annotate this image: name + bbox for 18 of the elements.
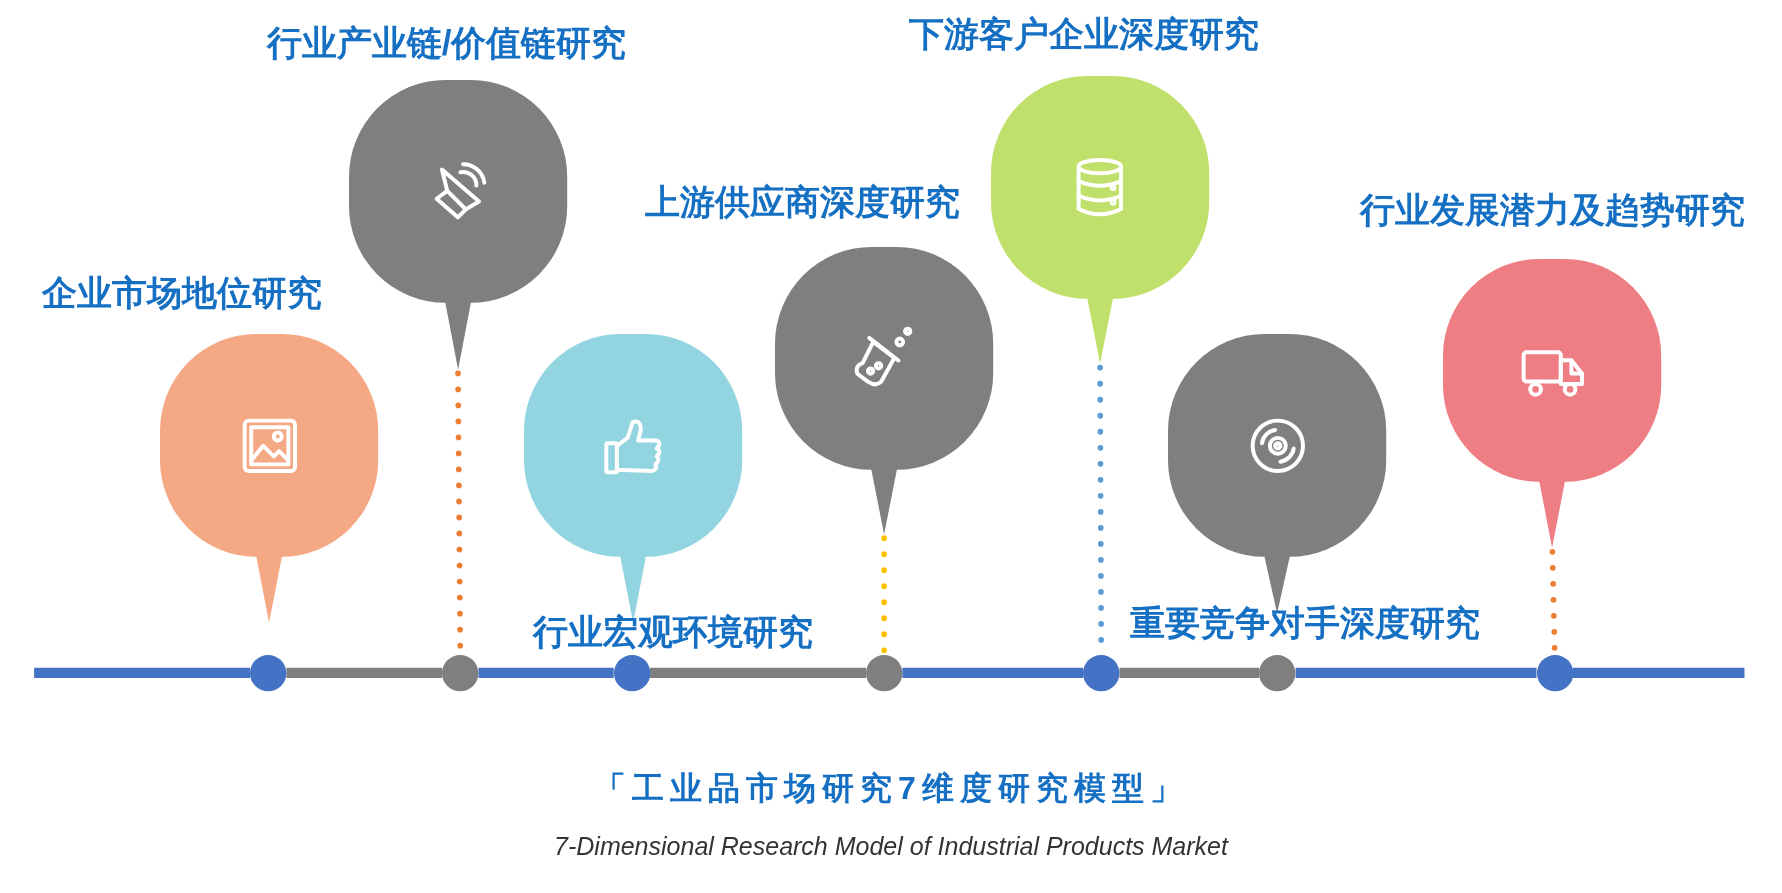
timeline-line [286,667,443,678]
timeline-line [478,667,614,678]
timeline-line [1572,667,1745,678]
timeline-line [1119,667,1260,678]
title: 「工业品市场研究7维度研究模型」 [593,769,1189,809]
heading: 行业宏观环境研究 [531,610,814,653]
timeline-line [902,667,1084,678]
timeline-line [650,667,866,678]
heading: 企业市场地位研究 [40,272,323,315]
timeline-line [34,667,251,678]
heading: 上游供应商深度研究 [643,181,961,224]
heading: 行业产业链/价值链研究 [265,22,628,65]
timeline-line [1295,667,1537,678]
caption: 7-Dimensional Research Model of Industrial Products Market [553,831,1230,861]
heading: 重要竞争对手深度研究 [1128,601,1481,644]
dotted-line [881,535,887,656]
heading: 下游客户企业深度研究 [908,13,1261,56]
heading: 行业发展潜力及趋势研究 [1358,189,1746,232]
